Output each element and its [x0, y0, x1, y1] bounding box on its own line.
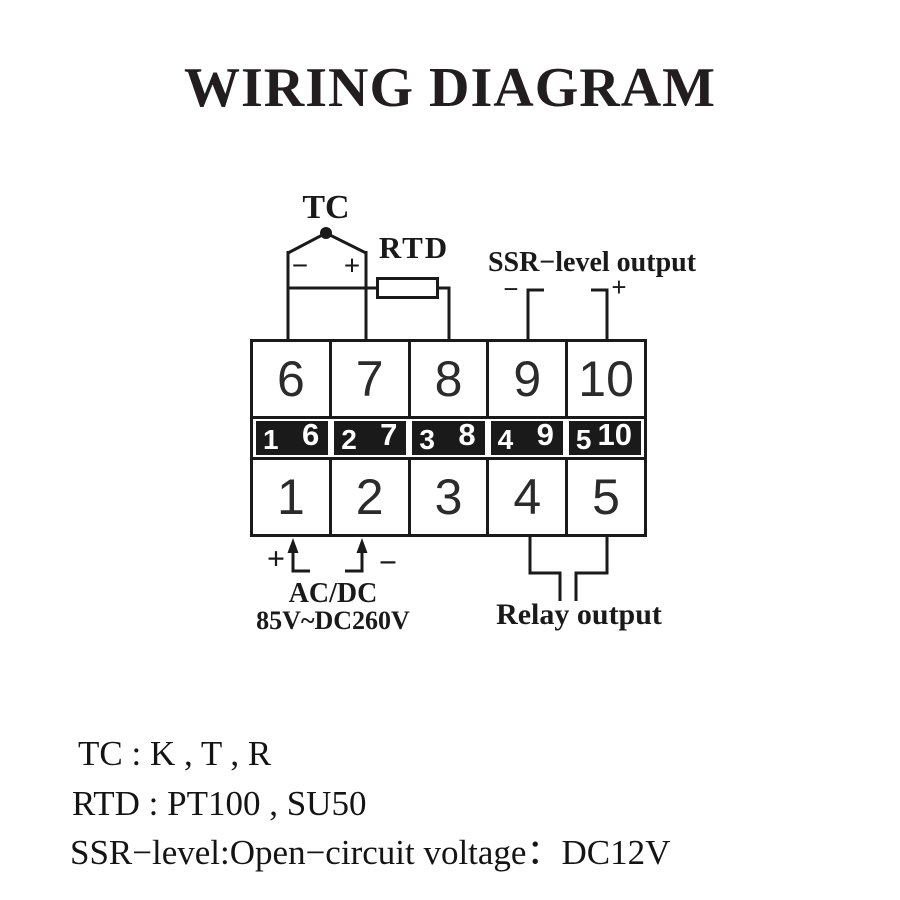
tc-minus-sign: −: [291, 250, 309, 282]
terminal-1: 1: [253, 460, 332, 534]
legend-tc-types: TC : K , T , R: [78, 734, 272, 773]
tc-plus-sign: +: [343, 250, 361, 282]
power-arrow-left-wire: [291, 551, 310, 573]
terminal-6: 6: [253, 342, 332, 416]
relay-wire-right: [574, 537, 609, 601]
terminal-4: 4: [489, 460, 569, 534]
power-plus-sign: +: [266, 540, 286, 576]
terminal-5: 5: [592, 469, 620, 525]
terminal-8: 8: [411, 342, 490, 416]
terminal-3: 3: [411, 460, 490, 534]
ssr-output-label: SSR−level output: [487, 247, 697, 278]
ssr-plus-sign: +: [611, 272, 627, 302]
relay-wire-left: [528, 537, 562, 601]
power-arrowhead-right: [356, 538, 368, 553]
legend-ssr-voltage: SSR−level:Open−circuit voltage：DC12V: [70, 833, 671, 872]
terminal-row-bottom: 1 2 3 4 5: [253, 460, 644, 534]
power-arrow-right-wire: [345, 551, 364, 573]
terminal-2: 2: [332, 460, 411, 534]
page-title: WIRING DIAGRAM: [184, 57, 716, 119]
power-arrowhead-left: [287, 538, 299, 553]
terminal-7: 7: [332, 342, 411, 416]
rtd-label: RTD: [378, 230, 450, 265]
power-label-voltage-range: 85V~DC260V: [256, 606, 410, 635]
terminal-row-top: 6 7 8 9 10: [253, 342, 644, 419]
terminal-10: 10: [578, 351, 634, 407]
ssr-minus-sign: −: [503, 274, 519, 304]
ssr-plus-wire: [591, 288, 609, 339]
power-minus-sign: −: [378, 544, 398, 580]
ssr-minus-wire: [526, 288, 544, 339]
terminal-9: 9: [489, 342, 569, 416]
legend-rtd-types: RTD : PT100 , SU50: [72, 784, 367, 823]
tc-label: TC: [302, 189, 350, 226]
rtd-resistor: [376, 277, 451, 339]
power-label-acdc: AC/DC: [288, 578, 378, 609]
tc-wires: [286, 231, 378, 339]
relay-output-label: Relay output: [496, 598, 662, 631]
tc-junction-dot: [320, 227, 332, 239]
